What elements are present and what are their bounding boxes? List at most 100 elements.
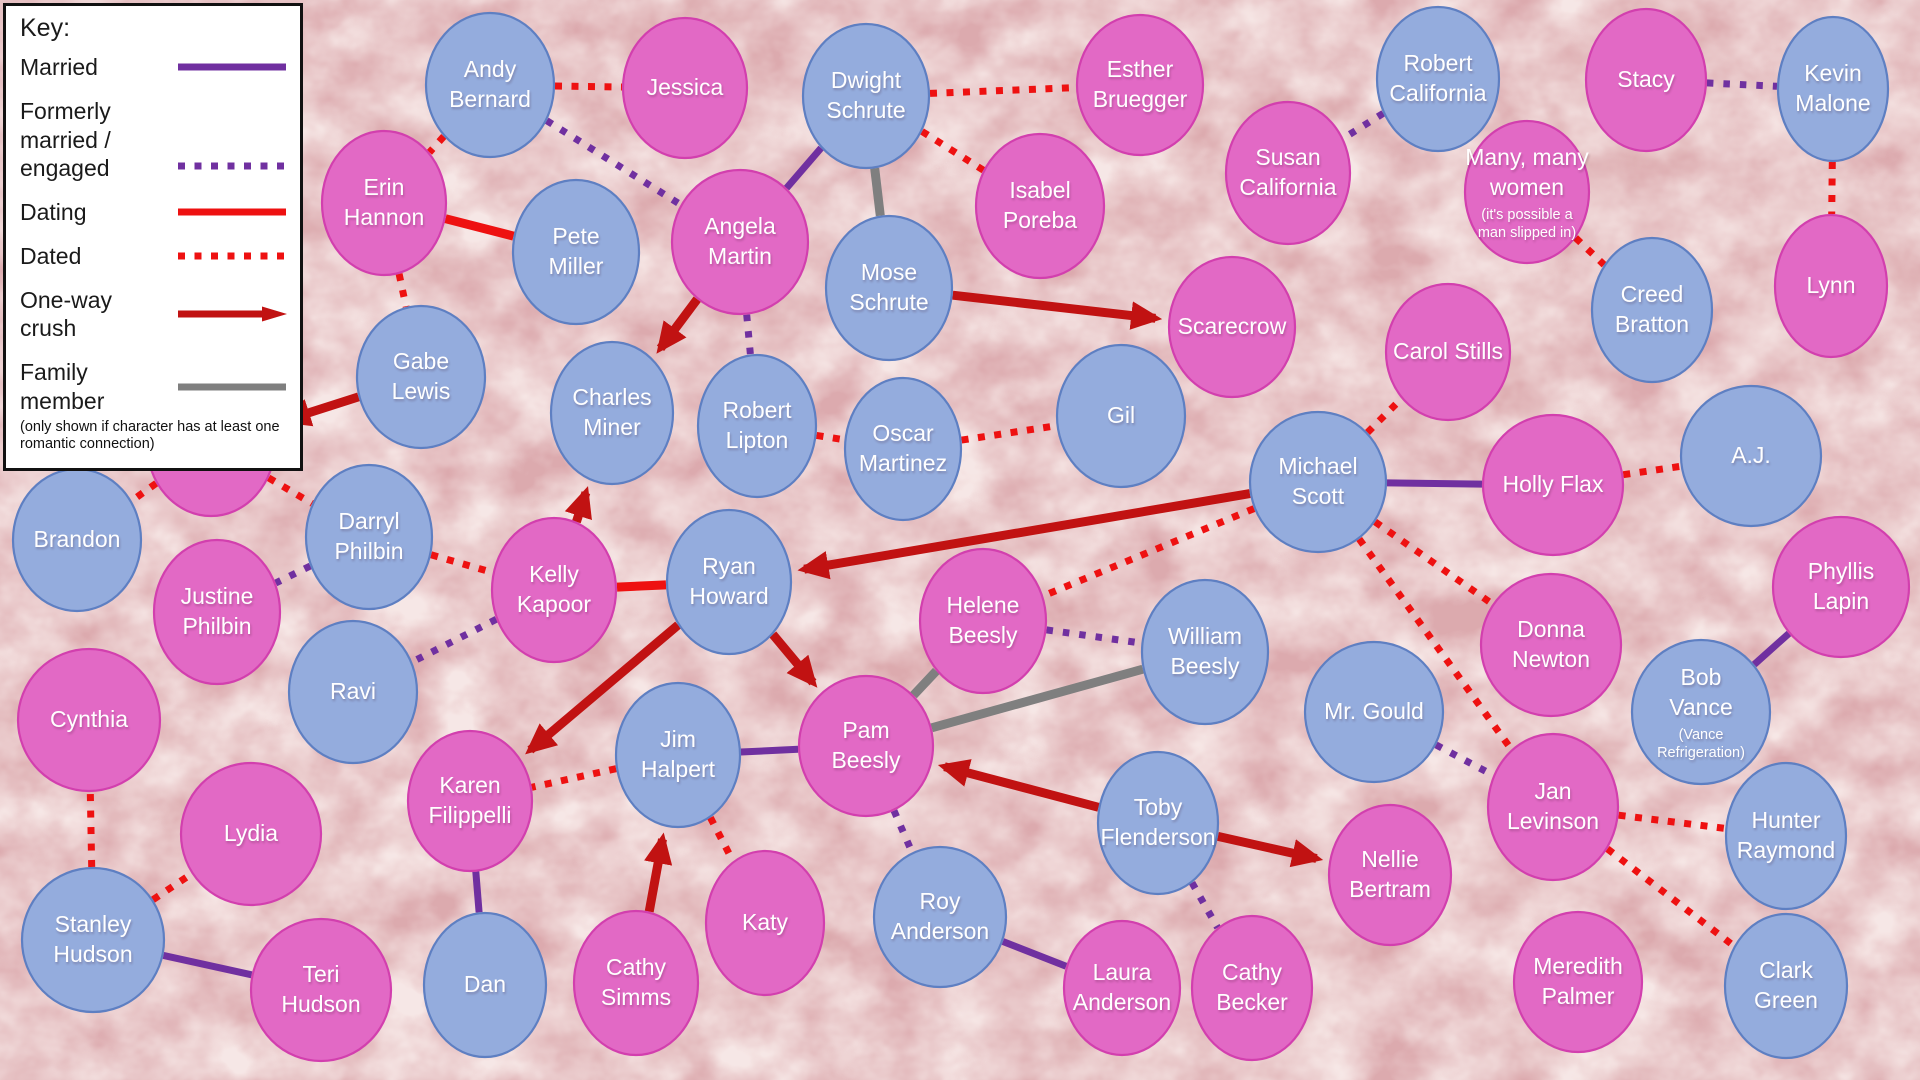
node-circle-kevin xyxy=(1776,15,1890,163)
node-circle-mose xyxy=(824,214,954,362)
edge-family-dwight-mose xyxy=(870,167,885,217)
node-circle-jessica xyxy=(621,16,749,160)
node-circle-bob xyxy=(1630,638,1772,786)
legend-item-label-crush: One-way crush xyxy=(20,286,113,342)
edge-married-phyllis-bob xyxy=(1751,630,1792,668)
legend-item-dating: Dating xyxy=(20,198,288,227)
legend-item-married: Married xyxy=(20,53,288,82)
edge-crush-toby-nellie xyxy=(1216,832,1324,868)
node-circle-dwight xyxy=(801,22,931,170)
edge-dated-jim-karen xyxy=(531,765,617,791)
node-circle-many-women xyxy=(1463,119,1591,265)
node-circle-stanley xyxy=(20,866,166,1014)
legend-item-family: Family member xyxy=(20,358,288,416)
node-circle-clark xyxy=(1723,912,1849,1060)
legend-item-label-dated: Dated xyxy=(20,242,82,269)
node-holly: Holly Flax xyxy=(1481,413,1625,557)
node-circle-lipton xyxy=(696,353,818,499)
edge-formerly-gould-jan xyxy=(1434,741,1495,779)
node-circle-ryan xyxy=(665,508,793,656)
node-circle-gil xyxy=(1055,343,1187,489)
node-circle-lydia xyxy=(179,761,323,907)
node-circle-aj xyxy=(1679,384,1823,528)
node-circle-justine xyxy=(152,538,282,686)
node-circle-meredith xyxy=(1512,910,1644,1054)
edge-dated-darryl-kelly xyxy=(430,551,494,576)
node-circle-holly xyxy=(1481,413,1625,557)
node-circle-oscar xyxy=(843,376,963,522)
edge-dated-val-brandon xyxy=(129,480,159,504)
node-lynn: Lynn xyxy=(1773,213,1889,359)
node-circle-esther xyxy=(1075,13,1205,157)
node-circle-donna xyxy=(1479,572,1623,718)
edge-formerly-stacy-kevin xyxy=(1706,79,1778,90)
node-lydia: Lydia xyxy=(179,761,323,907)
node-gould: Mr. Gould xyxy=(1303,640,1445,784)
node-circle-susan xyxy=(1224,100,1352,246)
node-circle-kelly xyxy=(490,516,618,664)
node-circle-laura xyxy=(1062,919,1182,1057)
node-circle-karen xyxy=(406,729,534,873)
node-gil: Gil xyxy=(1055,343,1187,489)
node-circle-toby xyxy=(1096,750,1220,896)
node-circle-darryl xyxy=(304,463,434,611)
node-circle-charles xyxy=(549,340,675,486)
node-circle-jim xyxy=(614,681,742,829)
node-circle-hunter xyxy=(1724,761,1848,911)
edge-dated-andy-erin xyxy=(426,134,447,155)
edge-crush-mose-scarecrow xyxy=(952,290,1163,330)
node-label-stacy: Stacy xyxy=(1617,66,1675,92)
node-circle-helene xyxy=(918,547,1048,695)
legend-sample-crush-line xyxy=(176,306,288,322)
node-dan: Dan xyxy=(422,911,548,1059)
edge-crush-michael-ryan xyxy=(797,489,1251,580)
edge-dated-erin-gabe xyxy=(395,273,410,308)
edge-crush-toby-pam xyxy=(937,759,1100,812)
node-jessica: Jessica xyxy=(621,16,749,160)
node-label-cynthia: Cynthia xyxy=(50,706,128,732)
node-circle-isabel xyxy=(974,132,1106,280)
edge-dated-stanley-cynthia xyxy=(86,791,96,868)
legend-sample-married-line xyxy=(176,59,288,75)
node-circle-katy xyxy=(704,849,826,997)
edge-family-pam-william xyxy=(930,664,1145,733)
edge-formerly-darryl-justine xyxy=(274,562,312,587)
edge-dated-many-women-creed xyxy=(1573,235,1607,268)
